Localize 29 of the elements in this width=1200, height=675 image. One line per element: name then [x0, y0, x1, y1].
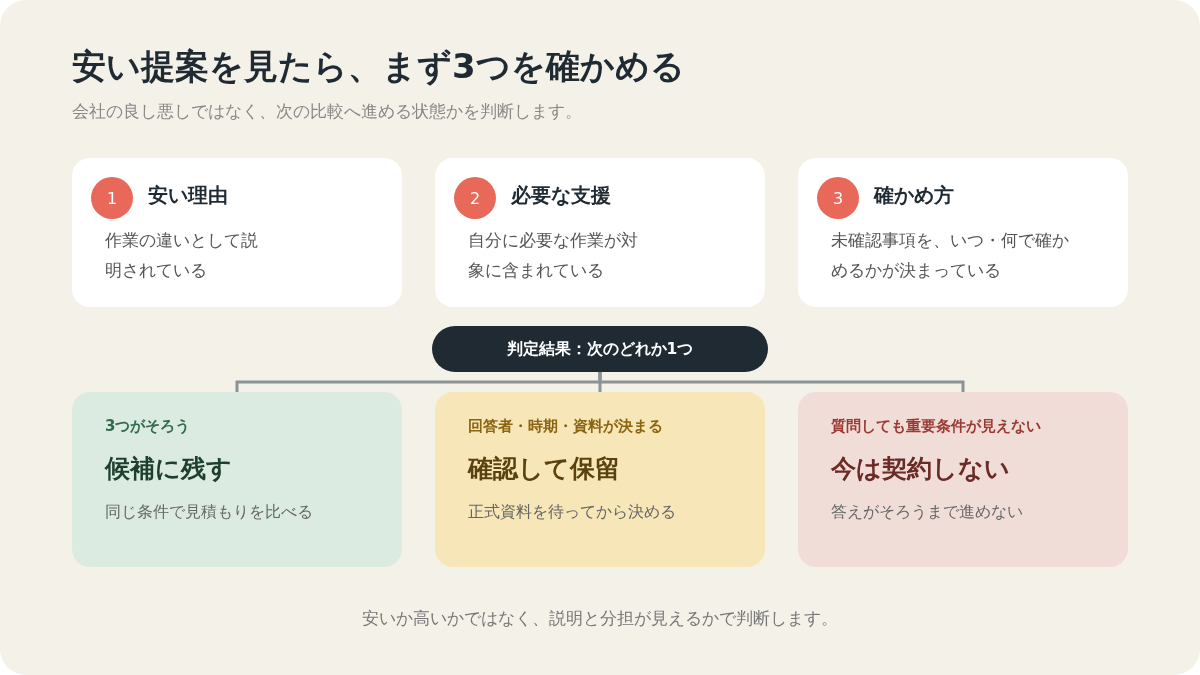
card-text: 未確認事項を、いつ・何で確かめるかが決まっている	[831, 230, 1070, 282]
info-card	[435, 158, 765, 307]
title: 安い提案を見たら、まず3つを確かめる	[72, 45, 685, 88]
result-label: 3つがそろう	[105, 417, 191, 436]
number-badge: 1	[91, 177, 133, 219]
result-heading: 今は契約しない	[831, 453, 1010, 485]
result-heading: 候補に残す	[105, 453, 232, 485]
number-badge: 3	[817, 177, 859, 219]
result-card	[435, 392, 765, 567]
result-card	[798, 392, 1128, 567]
result-text: 答えがそろうまで進めない	[831, 502, 1023, 523]
card-heading: 必要な支援	[511, 182, 611, 209]
verdict-pill: 判定結果：次のどれか1つ	[432, 326, 768, 372]
footer-note: 安いか高いかではなく、説明と分担が見えるかで判断します。	[361, 608, 839, 630]
info-card	[72, 158, 402, 307]
card-heading: 安い理由	[148, 182, 228, 209]
result-label: 質問しても重要条件が見えない	[831, 417, 1041, 436]
card-heading: 確かめ方	[874, 182, 954, 209]
result-text: 同じ条件で見積もりを比べる	[105, 502, 313, 523]
number-badge: 2	[454, 177, 496, 219]
info-card	[798, 158, 1128, 307]
result-heading: 確認して保留	[468, 453, 620, 485]
card-text: 自分に必要な作業が対象に含まれている	[468, 230, 639, 282]
result-label: 回答者・時期・資料が決まる	[468, 417, 663, 436]
result-card	[72, 392, 402, 567]
connector-line	[598, 372, 965, 392]
subtitle: 会社の良し悪しではなく、次の比較へ進める状態かを判断します。	[72, 100, 582, 123]
card-text: 作業の違いとして説明されている	[105, 230, 259, 282]
result-text: 正式資料を待ってから決める	[468, 502, 676, 523]
